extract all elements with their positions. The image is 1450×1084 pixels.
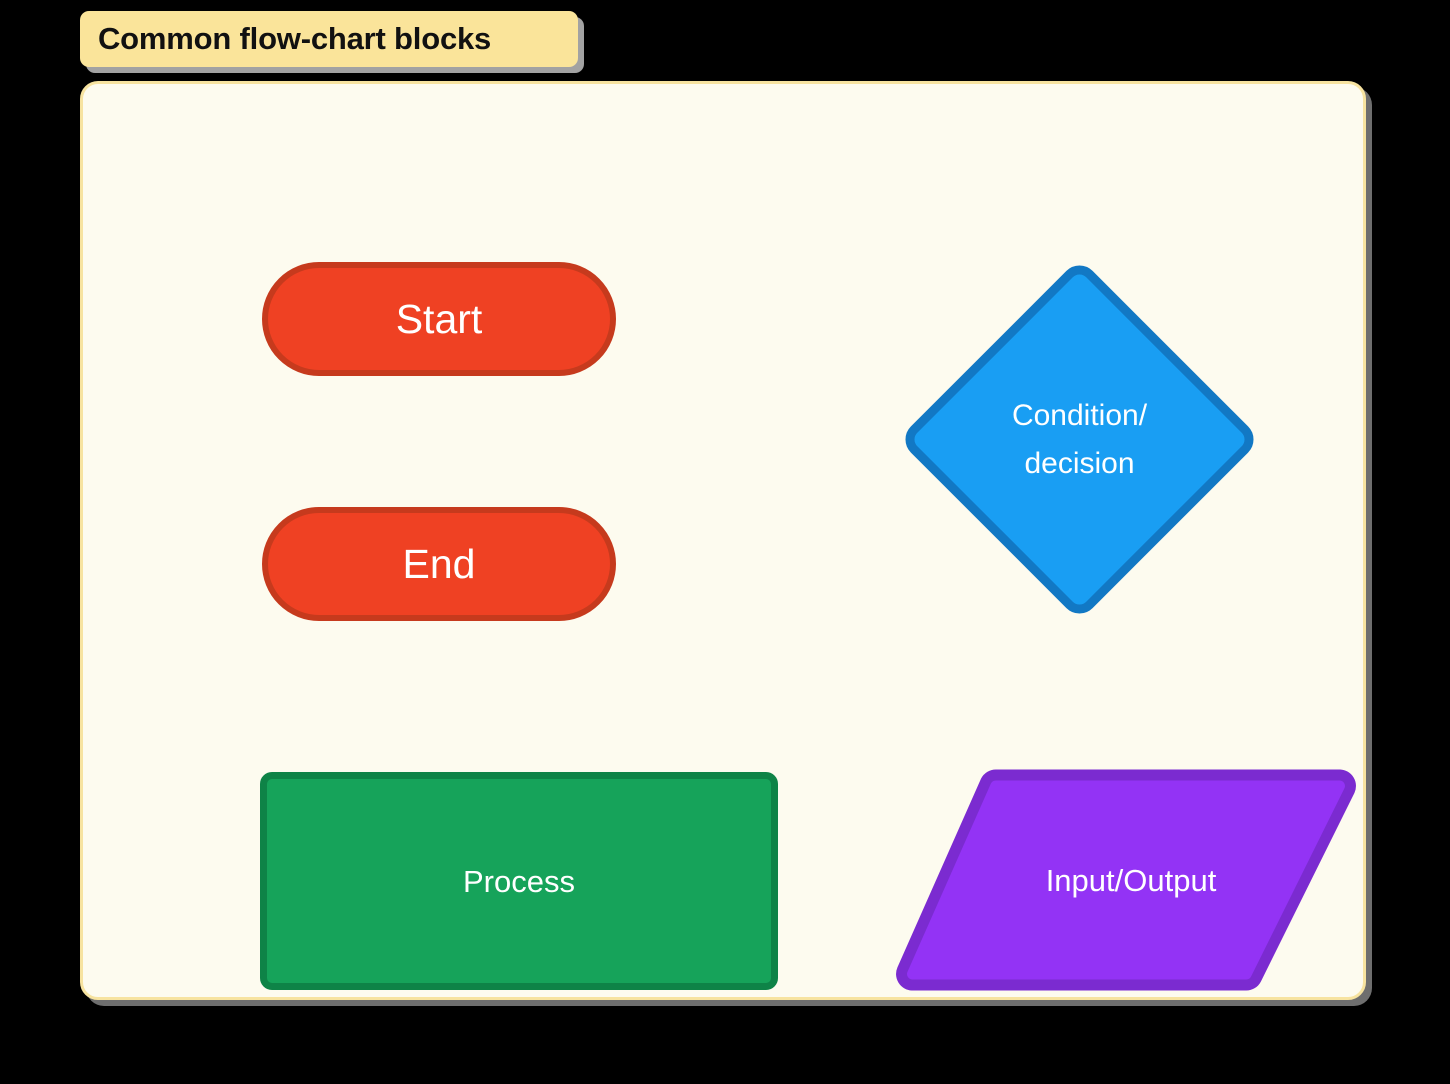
parallelogram-shape-icon <box>896 769 1356 991</box>
flowchart-block-start-label: Start <box>395 295 483 342</box>
flowchart-block-input-output[interactable]: Input/Output <box>896 769 1356 991</box>
flowchart-block-end-label: End <box>402 540 476 587</box>
flowchart-block-end[interactable]: End <box>262 507 616 621</box>
flowchart-block-process[interactable]: Process <box>260 772 778 990</box>
flowchart-block-process-label: Process <box>463 863 575 899</box>
flowchart-block-start[interactable]: Start <box>262 262 616 376</box>
diamond-shape-icon <box>905 265 1254 614</box>
diagram-canvas-panel: Start End Condition/ decision Process In… <box>80 81 1366 1000</box>
flowchart-block-decision[interactable]: Condition/ decision <box>900 260 1259 619</box>
page-title: Common flow-chart blocks <box>98 21 492 56</box>
diagram-title-chip: Common flow-chart blocks <box>80 11 578 67</box>
